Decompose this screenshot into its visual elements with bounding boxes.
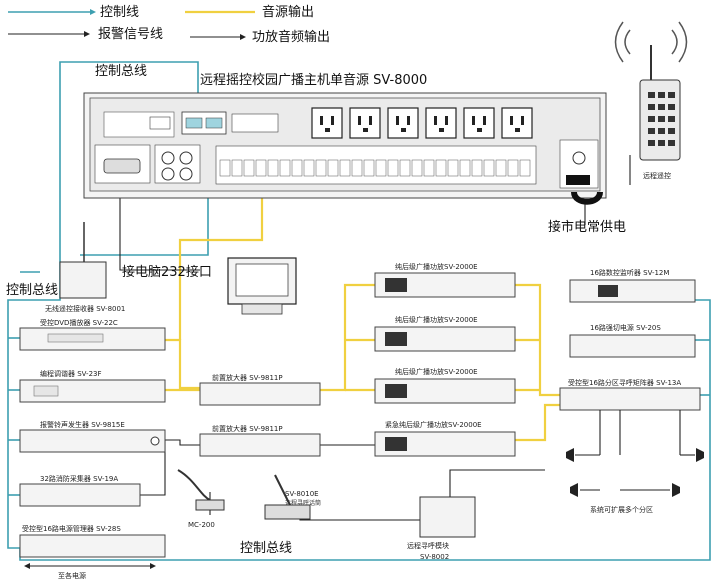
mc200-mic [177, 469, 225, 511]
signal-wave-icon [624, 29, 631, 55]
remote-paging-unit [419, 496, 476, 538]
legend-control-arrow-icon [90, 9, 96, 15]
power-outlet-icon [501, 107, 533, 139]
amp2-label: 纯后级广播功放SV-2000E [395, 315, 478, 324]
main-host-terminals [219, 159, 531, 177]
fire-collect-unit [19, 483, 141, 507]
speaker-zones [566, 410, 704, 497]
legend-alarm-arrow-icon [84, 31, 90, 37]
tuner-unit [19, 379, 166, 403]
power-outlet-icon [463, 107, 495, 139]
alarm-gen-unit [19, 429, 166, 453]
monitor-unit [569, 279, 696, 303]
mc200-label: MC-200 [188, 521, 215, 529]
sv8010e-mic [264, 474, 311, 520]
pc-port-label: 接电脑232接口 [122, 264, 212, 280]
matrix-unit [559, 387, 701, 411]
sv8010e-model-label: SV-8010E [285, 490, 319, 498]
amp3-label: 纯后级广播功放SV-2000E [395, 367, 478, 376]
speaker-icon [696, 448, 704, 462]
remote-control [614, 21, 688, 161]
legend-amp-label: 功放音频输出 [252, 29, 330, 45]
remote-paging-name: 远程寻呼模块 [407, 541, 449, 550]
power-outlet-icon [349, 107, 381, 139]
rs232-port-icon [103, 158, 141, 174]
power-note-label: 至各电源 [58, 571, 86, 580]
microphone-icon [177, 469, 211, 501]
legend-control-label: 控制线 [100, 5, 139, 20]
power-cable-icon [566, 175, 590, 185]
source-output-wires [165, 170, 560, 442]
speaker-icon [570, 483, 578, 497]
remote-paging-model: SV-8002 [420, 553, 449, 561]
tuner-label: 编程调谐器 SV-23F [40, 369, 102, 378]
monitor-label: 16路数控监听器 SV-12M [590, 268, 669, 277]
main-host-title: 远程摇控校园广播主机单音源 SV-8000 [200, 72, 427, 88]
remote-label: 远程遥控 [643, 171, 671, 180]
matrix-label: 受控型16路分区寻呼矩阵器 SV-13A [568, 378, 681, 387]
legend-alarm-label: 报警信号线 [98, 26, 163, 42]
fire-collect-label: 32路消防采集器 SV-19A [40, 474, 118, 483]
control-bus-top-label: 控制总线 [95, 64, 147, 79]
preamp-top-label: 前置放大器 SV-9811P [212, 373, 283, 382]
control-bus-left-label: 控制总线 [6, 283, 58, 298]
amp1-label: 纯后级广播功放SV-2000E [395, 262, 478, 271]
control-bus-bottom-label: 控制总线 [240, 541, 292, 556]
cutter-unit [569, 334, 696, 358]
sv8010e-name-label: 远程寻呼话筒 [285, 499, 321, 507]
receiver-unit [59, 222, 107, 299]
speaker-icon [672, 483, 680, 497]
amp-emerg-label: 紧急纯后级广播功放SV-2000E [385, 420, 482, 429]
preamp-bottom-unit [199, 433, 321, 457]
power-outlet-icon [425, 107, 457, 139]
power-outlet-icon [387, 107, 419, 139]
cutter-label: 16路强切电源 SV-20S [590, 323, 661, 332]
preamp-bottom-label: 前置放大器 SV-9811P [212, 424, 283, 433]
expand-note: 系统可扩展多个分区 [590, 505, 653, 514]
main-host-outlets [311, 107, 533, 139]
alarm-gen-label: 报警铃声发生器 SV-9815E [40, 420, 125, 429]
pc-monitor [227, 257, 297, 315]
receiver-label: 无线遥控接收器 SV-8001 [45, 304, 125, 313]
mains-power-label: 接市电常供电 [548, 219, 626, 235]
dvd-label: 受控DVD播放器 SV-22C [40, 318, 118, 327]
speaker-icon [566, 448, 574, 462]
microphone-icon [274, 474, 291, 506]
legend-source-label: 音源输出 [262, 4, 314, 20]
legend-amp-arrow-icon [240, 34, 246, 40]
power-outlet-icon [311, 107, 343, 139]
preamp-top-unit [199, 382, 321, 406]
legend: 控制线 音源输出 报警信号线 功放音频输出 [8, 4, 330, 45]
power-mgr-label: 受控型16路电源管理器 SV-28S [22, 524, 121, 533]
power-mgr-unit [19, 534, 166, 558]
